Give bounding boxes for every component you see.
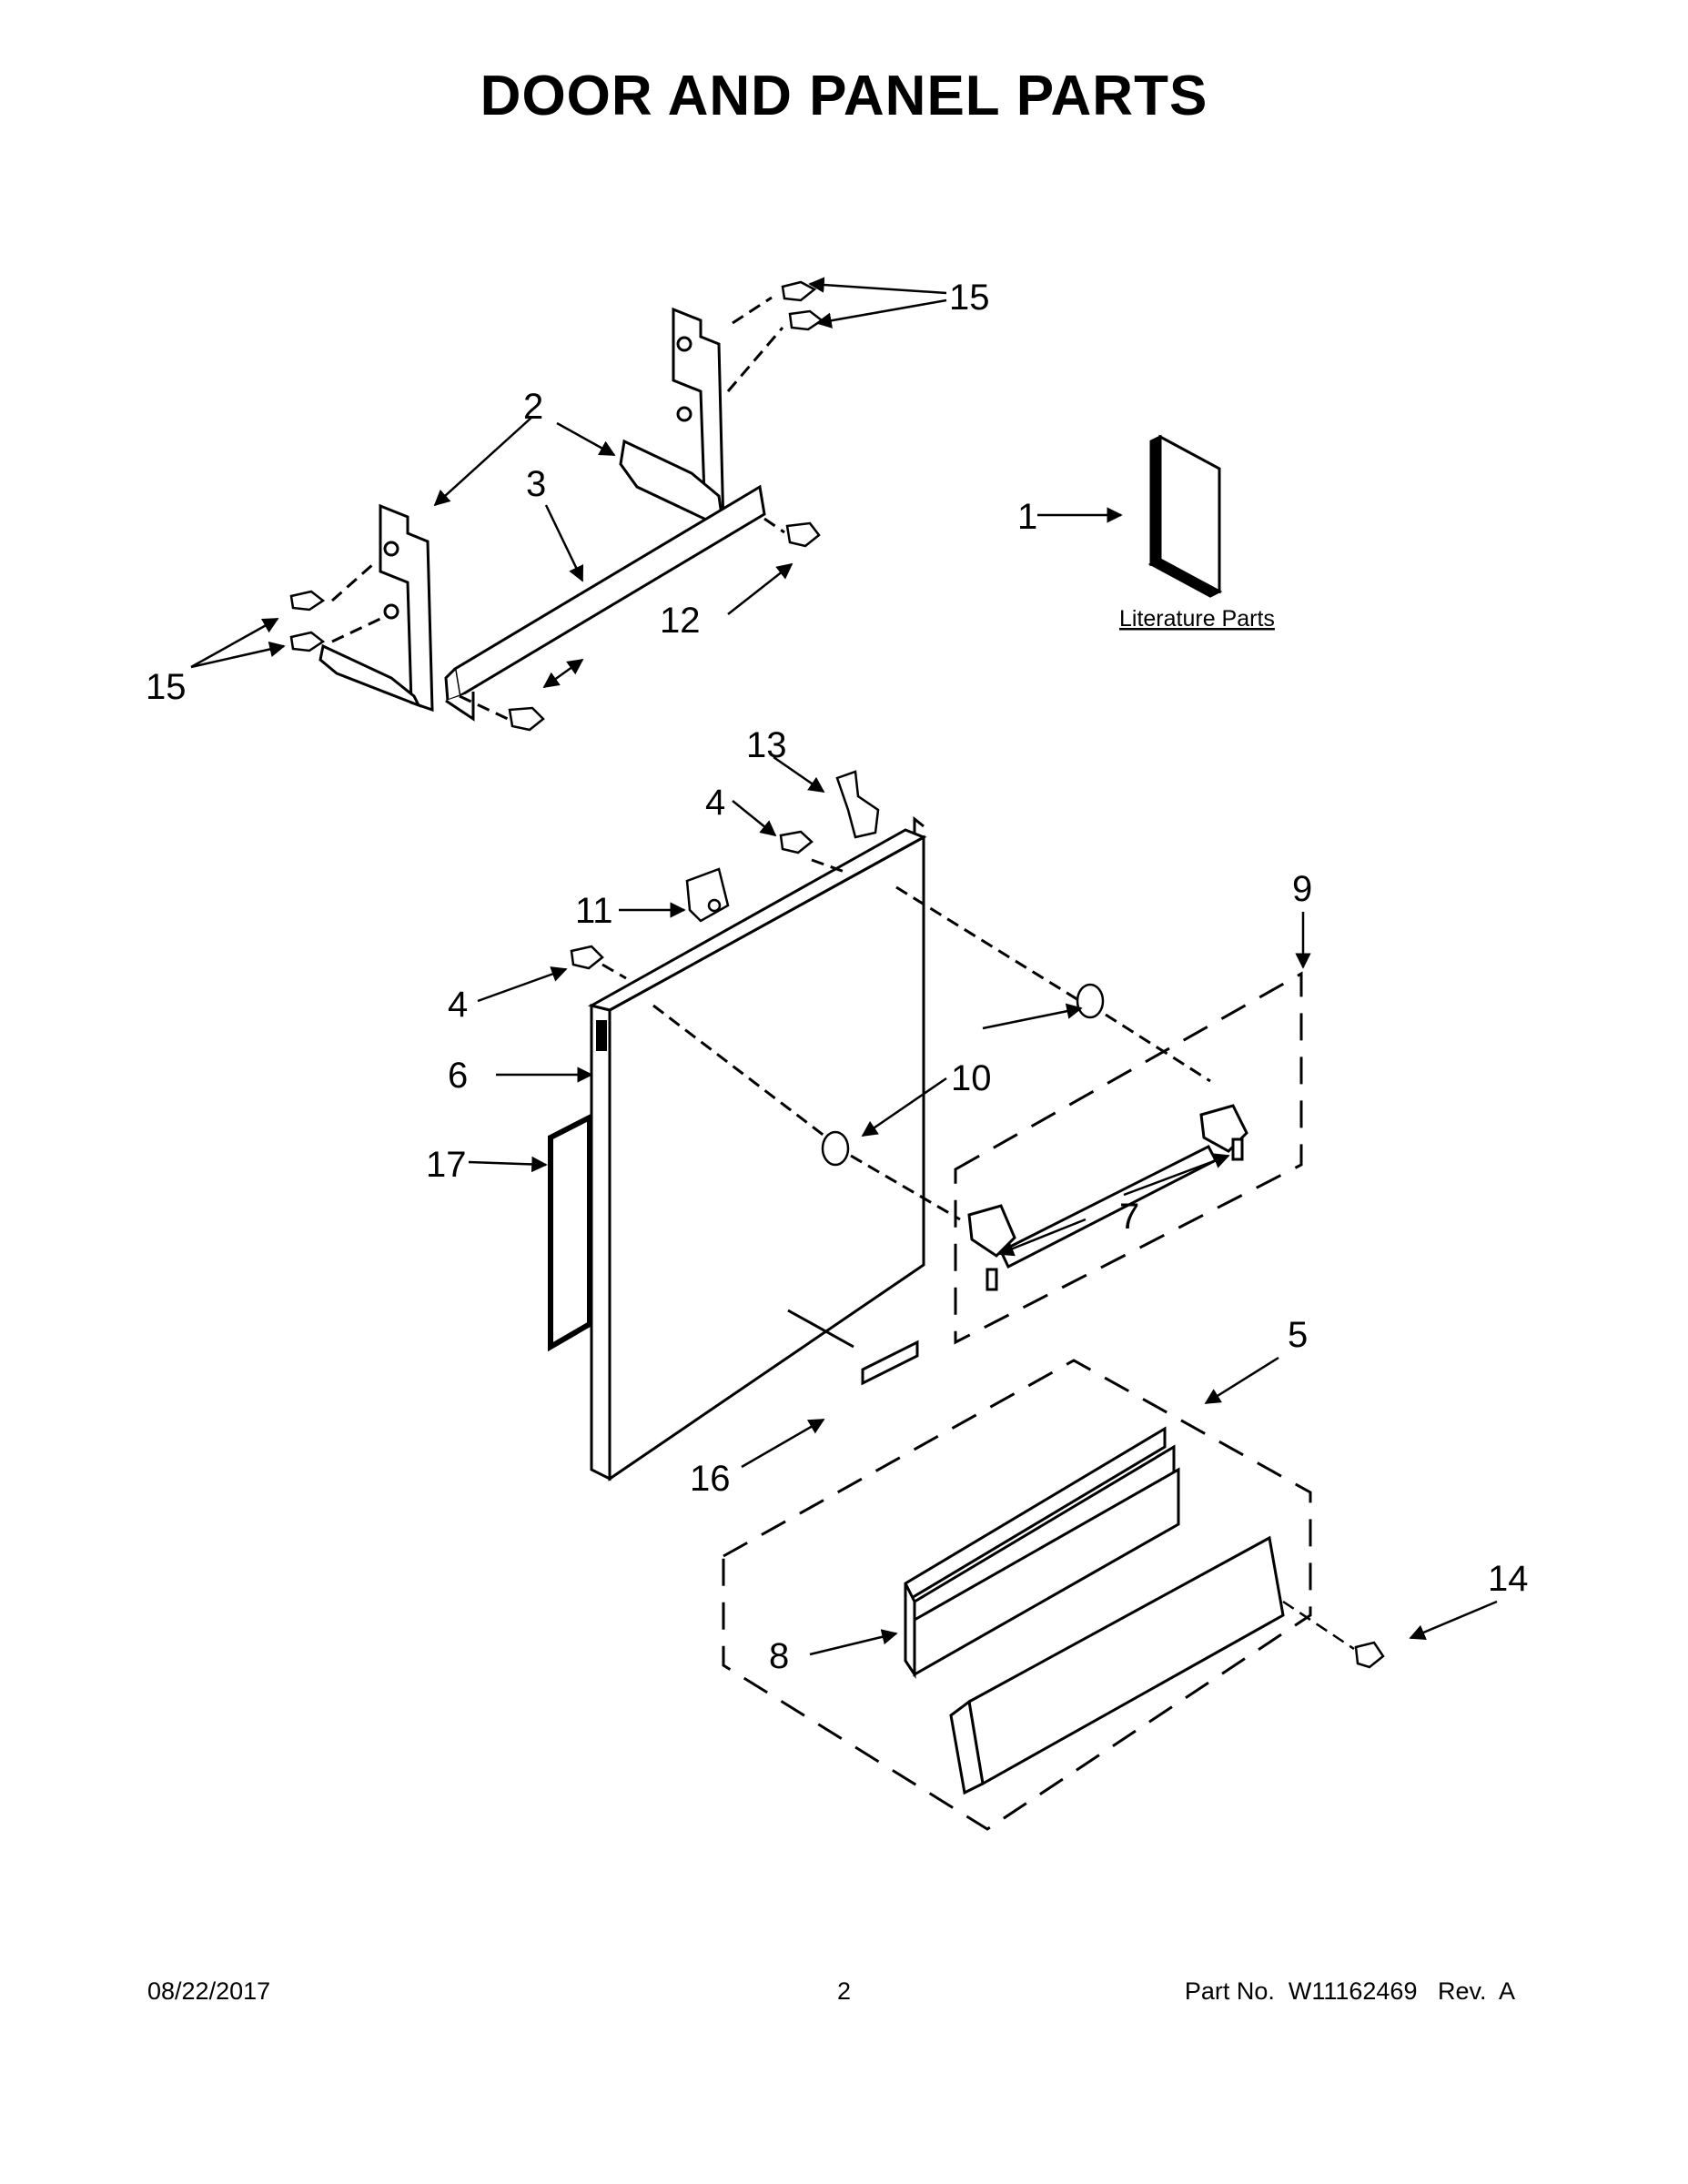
door-hinge-bracket-left [318, 503, 434, 713]
door-handle [967, 1104, 1248, 1291]
dashed-assembly-lines-top [331, 296, 785, 721]
callout-6: 6 [448, 1056, 468, 1096]
callout-7: 7 [1119, 1197, 1139, 1237]
toe-panel-screw [1282, 1600, 1385, 1669]
footer-part-number: Part No. W11162469 Rev. A [1184, 1977, 1515, 2005]
callout-15-lower: 15 [146, 667, 187, 707]
door-hinge-bracket-right [619, 307, 725, 531]
toe-panel-insulation [904, 1426, 1180, 1679]
literature-booklet [1147, 434, 1223, 598]
callout-2: 2 [523, 387, 543, 427]
handle-bracket [835, 770, 880, 839]
callout-17: 17 [426, 1145, 467, 1185]
dashed-assembly-lines-door [601, 858, 1211, 1221]
door-gasket [548, 1113, 592, 1352]
callout-3: 3 [526, 464, 546, 504]
door-channel [444, 484, 766, 722]
footer-date: 08/22/2017 [147, 1977, 271, 2005]
door-latch [685, 867, 730, 923]
callout-13: 13 [746, 725, 787, 765]
page-title: DOOR AND PANEL PARTS [480, 65, 1208, 127]
callout-4-lower: 4 [448, 985, 468, 1025]
callout-4-upper: 4 [705, 783, 725, 823]
callout-5: 5 [1288, 1315, 1308, 1355]
toe-panel [949, 1535, 1285, 1795]
door-screws [570, 830, 814, 970]
footer-page-number: 2 [836, 1977, 852, 2005]
handle-dashed-box [954, 971, 1303, 1345]
callout-15-upper: 15 [949, 278, 990, 318]
callout-12: 12 [660, 601, 701, 641]
callout-8: 8 [769, 1636, 789, 1676]
handle-mounts [821, 983, 1105, 1167]
callout-9: 9 [1292, 869, 1312, 909]
callout-14: 14 [1488, 1559, 1529, 1599]
leader-arrows [190, 277, 1498, 1656]
literature-parts-label: Literature Parts [1119, 606, 1275, 632]
callout-1: 1 [1017, 497, 1037, 537]
toe-panel-dashed-box [722, 1359, 1312, 1831]
callout-10: 10 [951, 1058, 992, 1098]
callout-16: 16 [690, 1459, 731, 1499]
hinge-screws [289, 280, 824, 732]
callout-11: 11 [575, 891, 613, 931]
outer-door-panel [587, 815, 927, 1481]
door-vent [596, 1020, 607, 1051]
